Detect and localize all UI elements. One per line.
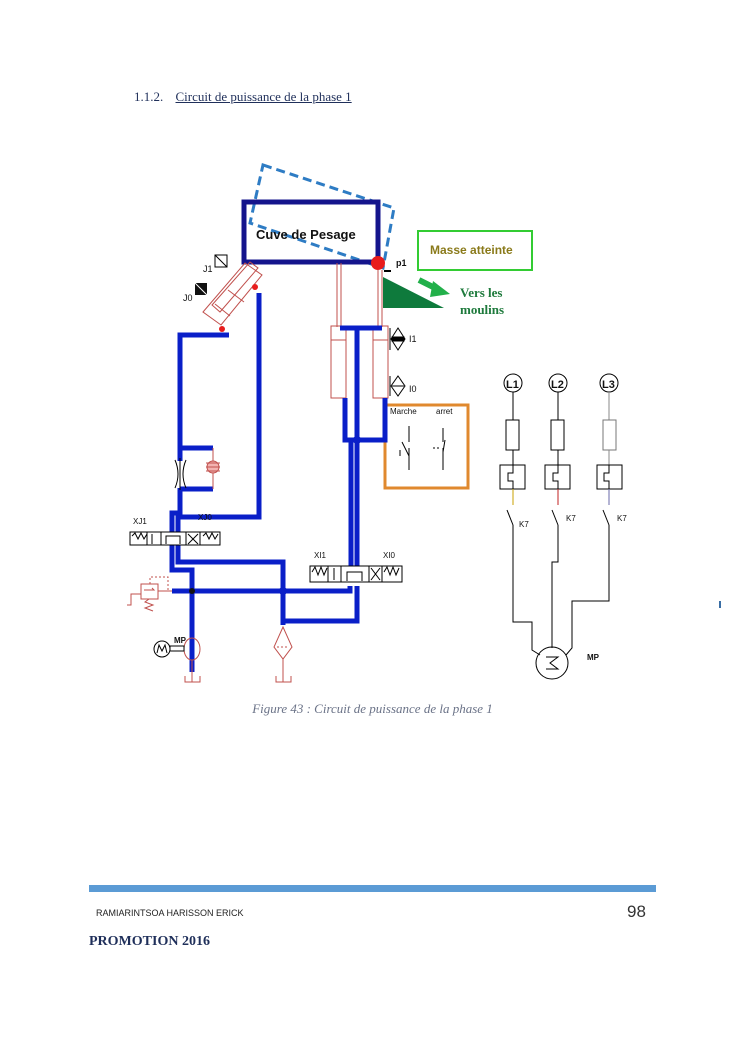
circuit-diagram: Cuve de Pesage p1 Masse atteinte Vers le… xyxy=(127,163,721,683)
footer-promotion: PROMOTION 2016 xyxy=(89,934,210,949)
pump-label: MP xyxy=(174,636,187,645)
start-button-icon xyxy=(399,426,410,470)
status-box xyxy=(417,230,533,271)
check-valve-icon xyxy=(206,448,220,489)
i0-label: I0 xyxy=(409,384,417,394)
contactor-k7-label-2: K7 xyxy=(566,514,576,523)
phase-l3-label: L3 xyxy=(602,379,615,391)
section-number: 1.1.2. xyxy=(134,89,164,104)
j1-label: J1 xyxy=(203,264,213,274)
tank-tilted-outline xyxy=(248,163,396,270)
pressure-sensor-p1 xyxy=(371,256,385,270)
status-box-label: Masse atteinte xyxy=(430,243,513,257)
relief-valve-icon xyxy=(127,576,172,612)
motor-icon xyxy=(153,640,185,658)
destination-line1: Vers les xyxy=(460,285,503,300)
xi1-label: XI1 xyxy=(314,551,327,560)
outflow-triangle xyxy=(383,277,444,308)
throttle-valve-icon xyxy=(174,458,187,490)
solenoid-j1-icon xyxy=(214,254,228,268)
gate-cylinder-j xyxy=(202,261,263,326)
directional-valve-xi xyxy=(309,565,403,583)
tank-label: Cuve de Pesage xyxy=(256,227,356,242)
hydraulic-lines xyxy=(169,293,388,672)
start-label: Marche xyxy=(390,407,417,416)
electrical-circuit xyxy=(499,373,623,680)
xj1-label: XJ1 xyxy=(133,517,147,526)
motor-label: MP xyxy=(587,653,600,662)
page-number: 98 xyxy=(627,902,646,921)
arrow-head-icon xyxy=(430,281,450,297)
contactor-k7-label-3: K7 xyxy=(617,514,627,523)
j0-label: J0 xyxy=(183,293,193,303)
footer-divider xyxy=(89,885,656,892)
contactor-k7-label-1: K7 xyxy=(519,520,529,529)
stop-button-icon xyxy=(433,428,446,470)
edge-mark xyxy=(719,601,721,608)
xj0-label: XJ0 xyxy=(198,513,212,522)
phase-l1-label: L1 xyxy=(506,379,519,391)
stop-label: arret xyxy=(436,407,453,416)
destination-line2: moulins xyxy=(460,302,504,317)
directional-valve-xj xyxy=(129,531,221,546)
sensor-label: p1 xyxy=(396,258,407,268)
section-heading: 1.1.2. Circuit de puissance de la phase … xyxy=(134,89,352,105)
figure-caption: Figure 43 : Circuit de puissance de la p… xyxy=(252,701,493,716)
weighing-tank xyxy=(241,199,381,265)
xi0-label: XI0 xyxy=(383,551,396,560)
section-title: Circuit de puissance de la phase 1 xyxy=(175,89,352,104)
i1-label: I1 xyxy=(409,334,417,344)
limit-switch-i0-icon xyxy=(389,375,406,397)
phase-l2-label: L2 xyxy=(551,379,564,391)
control-box xyxy=(383,403,470,490)
footer-author: RAMIARINTSOA HARISSON ERICK xyxy=(96,908,244,918)
limit-switch-i1-icon xyxy=(389,327,406,351)
filter-icon xyxy=(273,625,293,683)
